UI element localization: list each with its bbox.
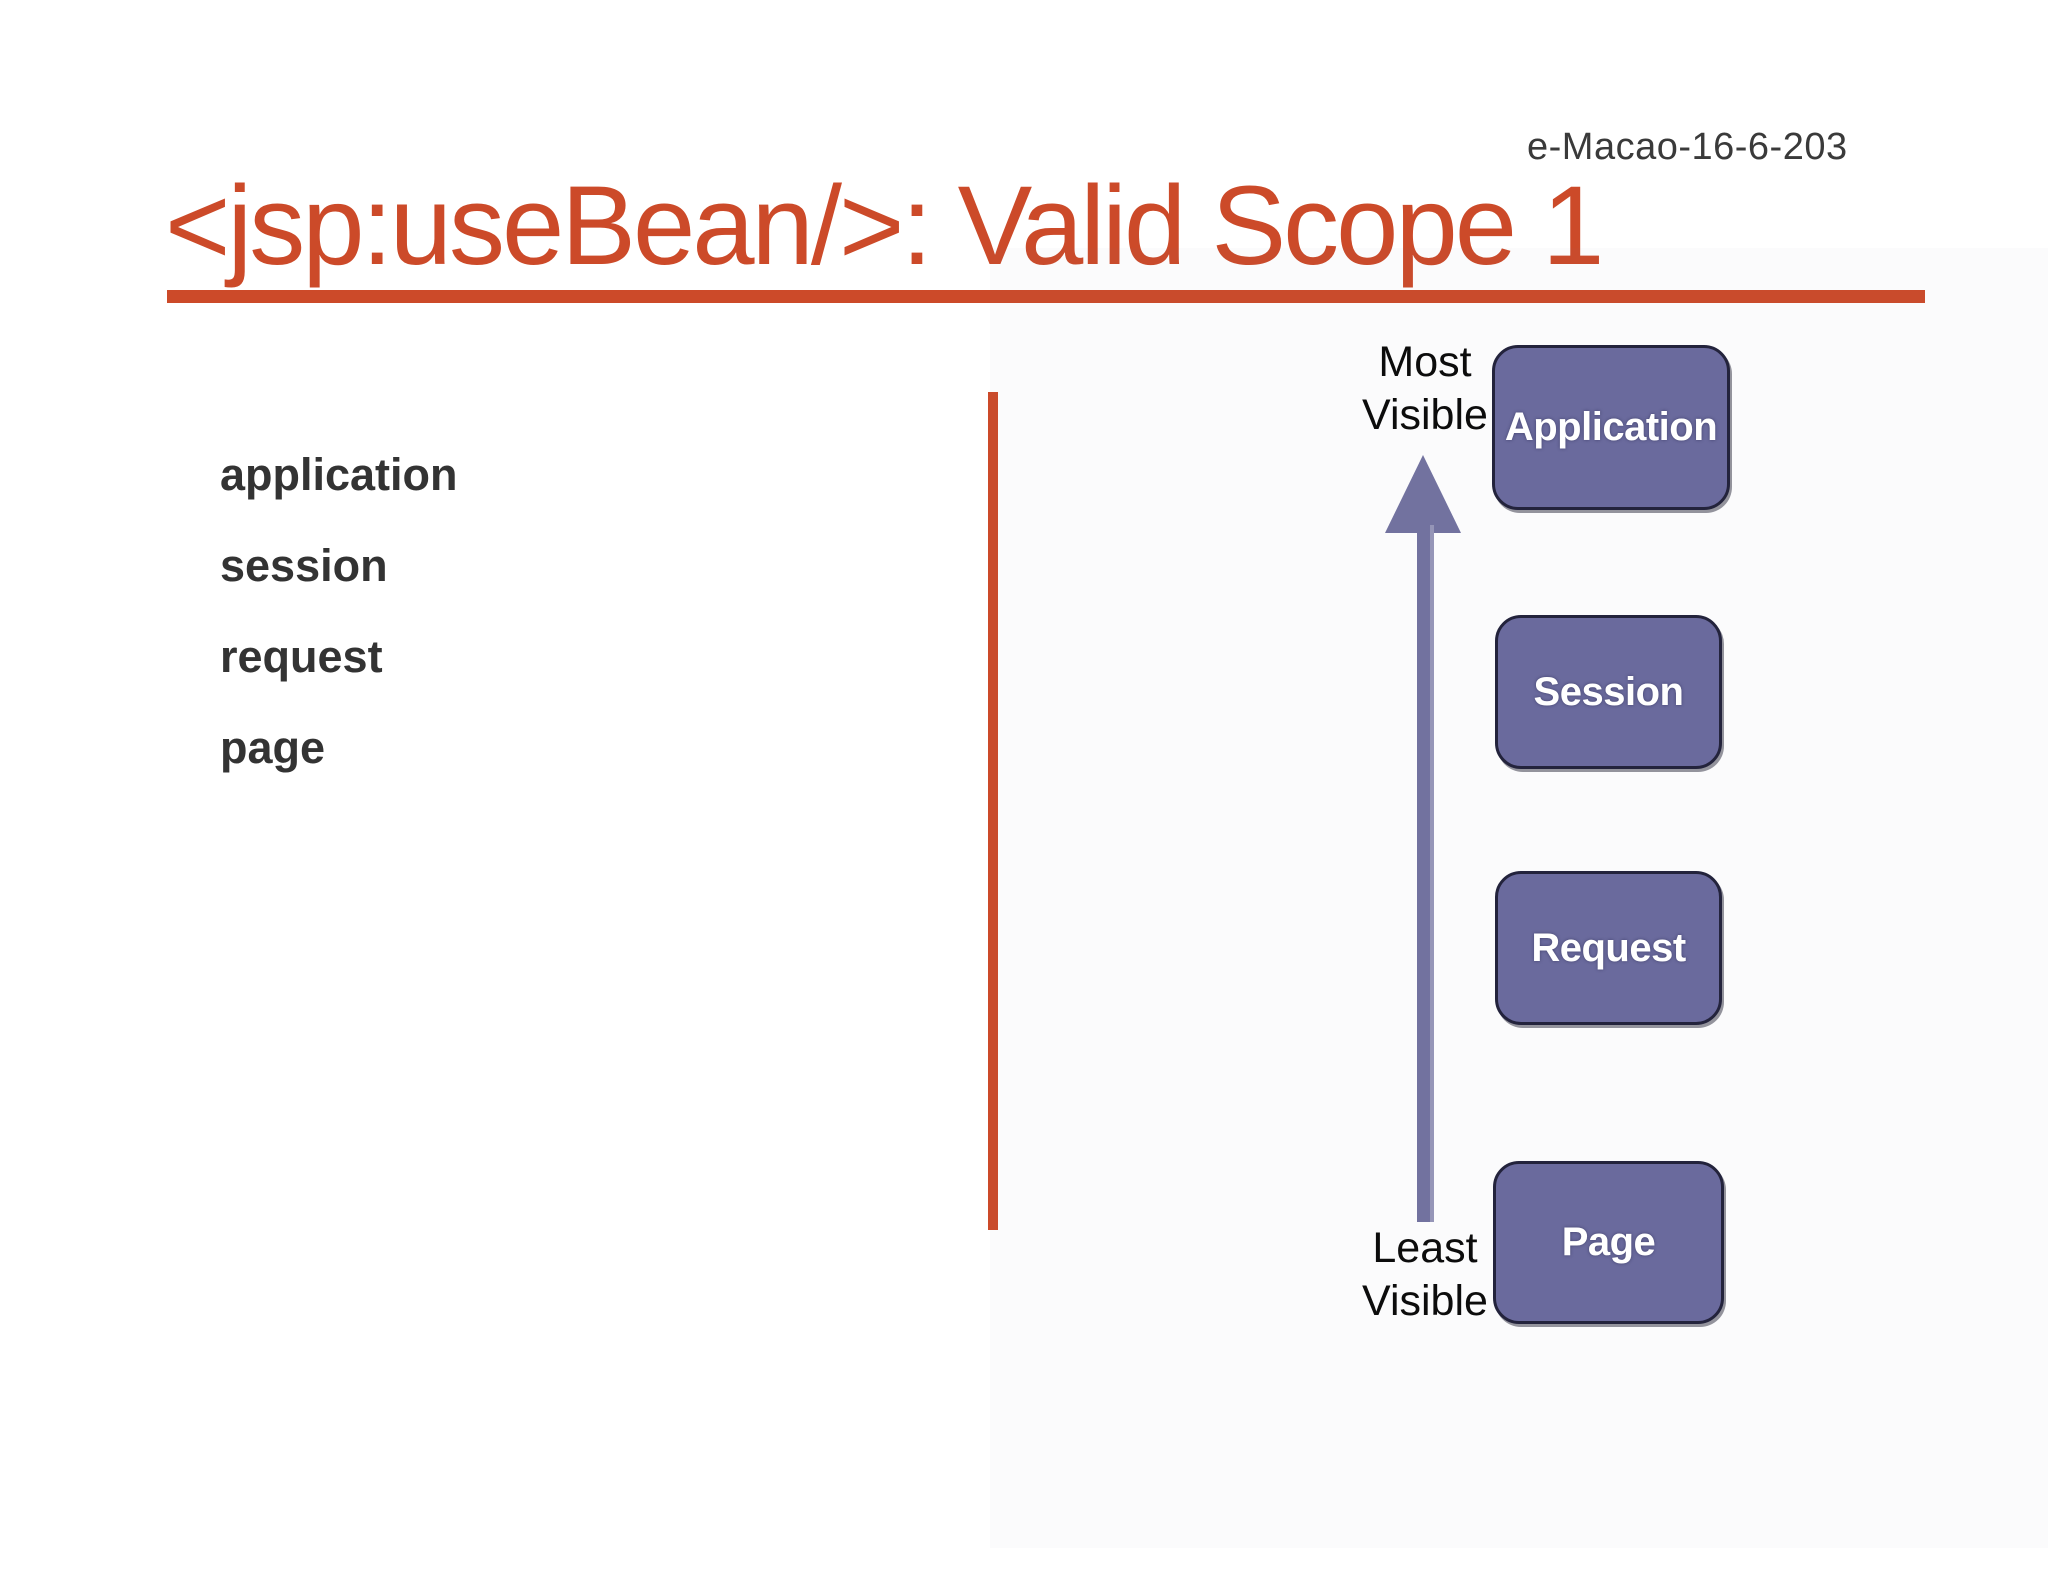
least-visible-label: Least Visible bbox=[1330, 1222, 1520, 1328]
scope-list-item-session: session bbox=[220, 540, 388, 591]
most-visible-label-line2: Visible bbox=[1362, 391, 1488, 439]
scope-box-application: Application bbox=[1492, 345, 1730, 510]
slide-code: e-Macao-16-6-203 bbox=[1527, 126, 1848, 168]
scope-box-request: Request bbox=[1495, 871, 1722, 1025]
least-visible-label-line1: Least bbox=[1372, 1224, 1478, 1272]
most-visible-label-line1: Most bbox=[1378, 338, 1472, 386]
title-underline bbox=[167, 290, 1925, 303]
most-visible-label: Most Visible bbox=[1330, 336, 1520, 442]
scope-list-item-page: page bbox=[220, 722, 326, 773]
scope-list-item-request: request bbox=[220, 631, 383, 682]
up-arrow-head bbox=[1385, 455, 1461, 533]
vertical-divider bbox=[988, 392, 998, 1230]
scope-list: application session request page bbox=[220, 429, 458, 793]
scope-box-page: Page bbox=[1493, 1161, 1724, 1324]
up-arrow-shaft bbox=[1417, 525, 1434, 1222]
page-title: <jsp:useBean/>: Valid Scope 1 bbox=[165, 163, 1604, 288]
scope-list-item-application: application bbox=[220, 449, 458, 500]
least-visible-label-line2: Visible bbox=[1362, 1277, 1488, 1325]
scope-box-session: Session bbox=[1495, 615, 1722, 769]
